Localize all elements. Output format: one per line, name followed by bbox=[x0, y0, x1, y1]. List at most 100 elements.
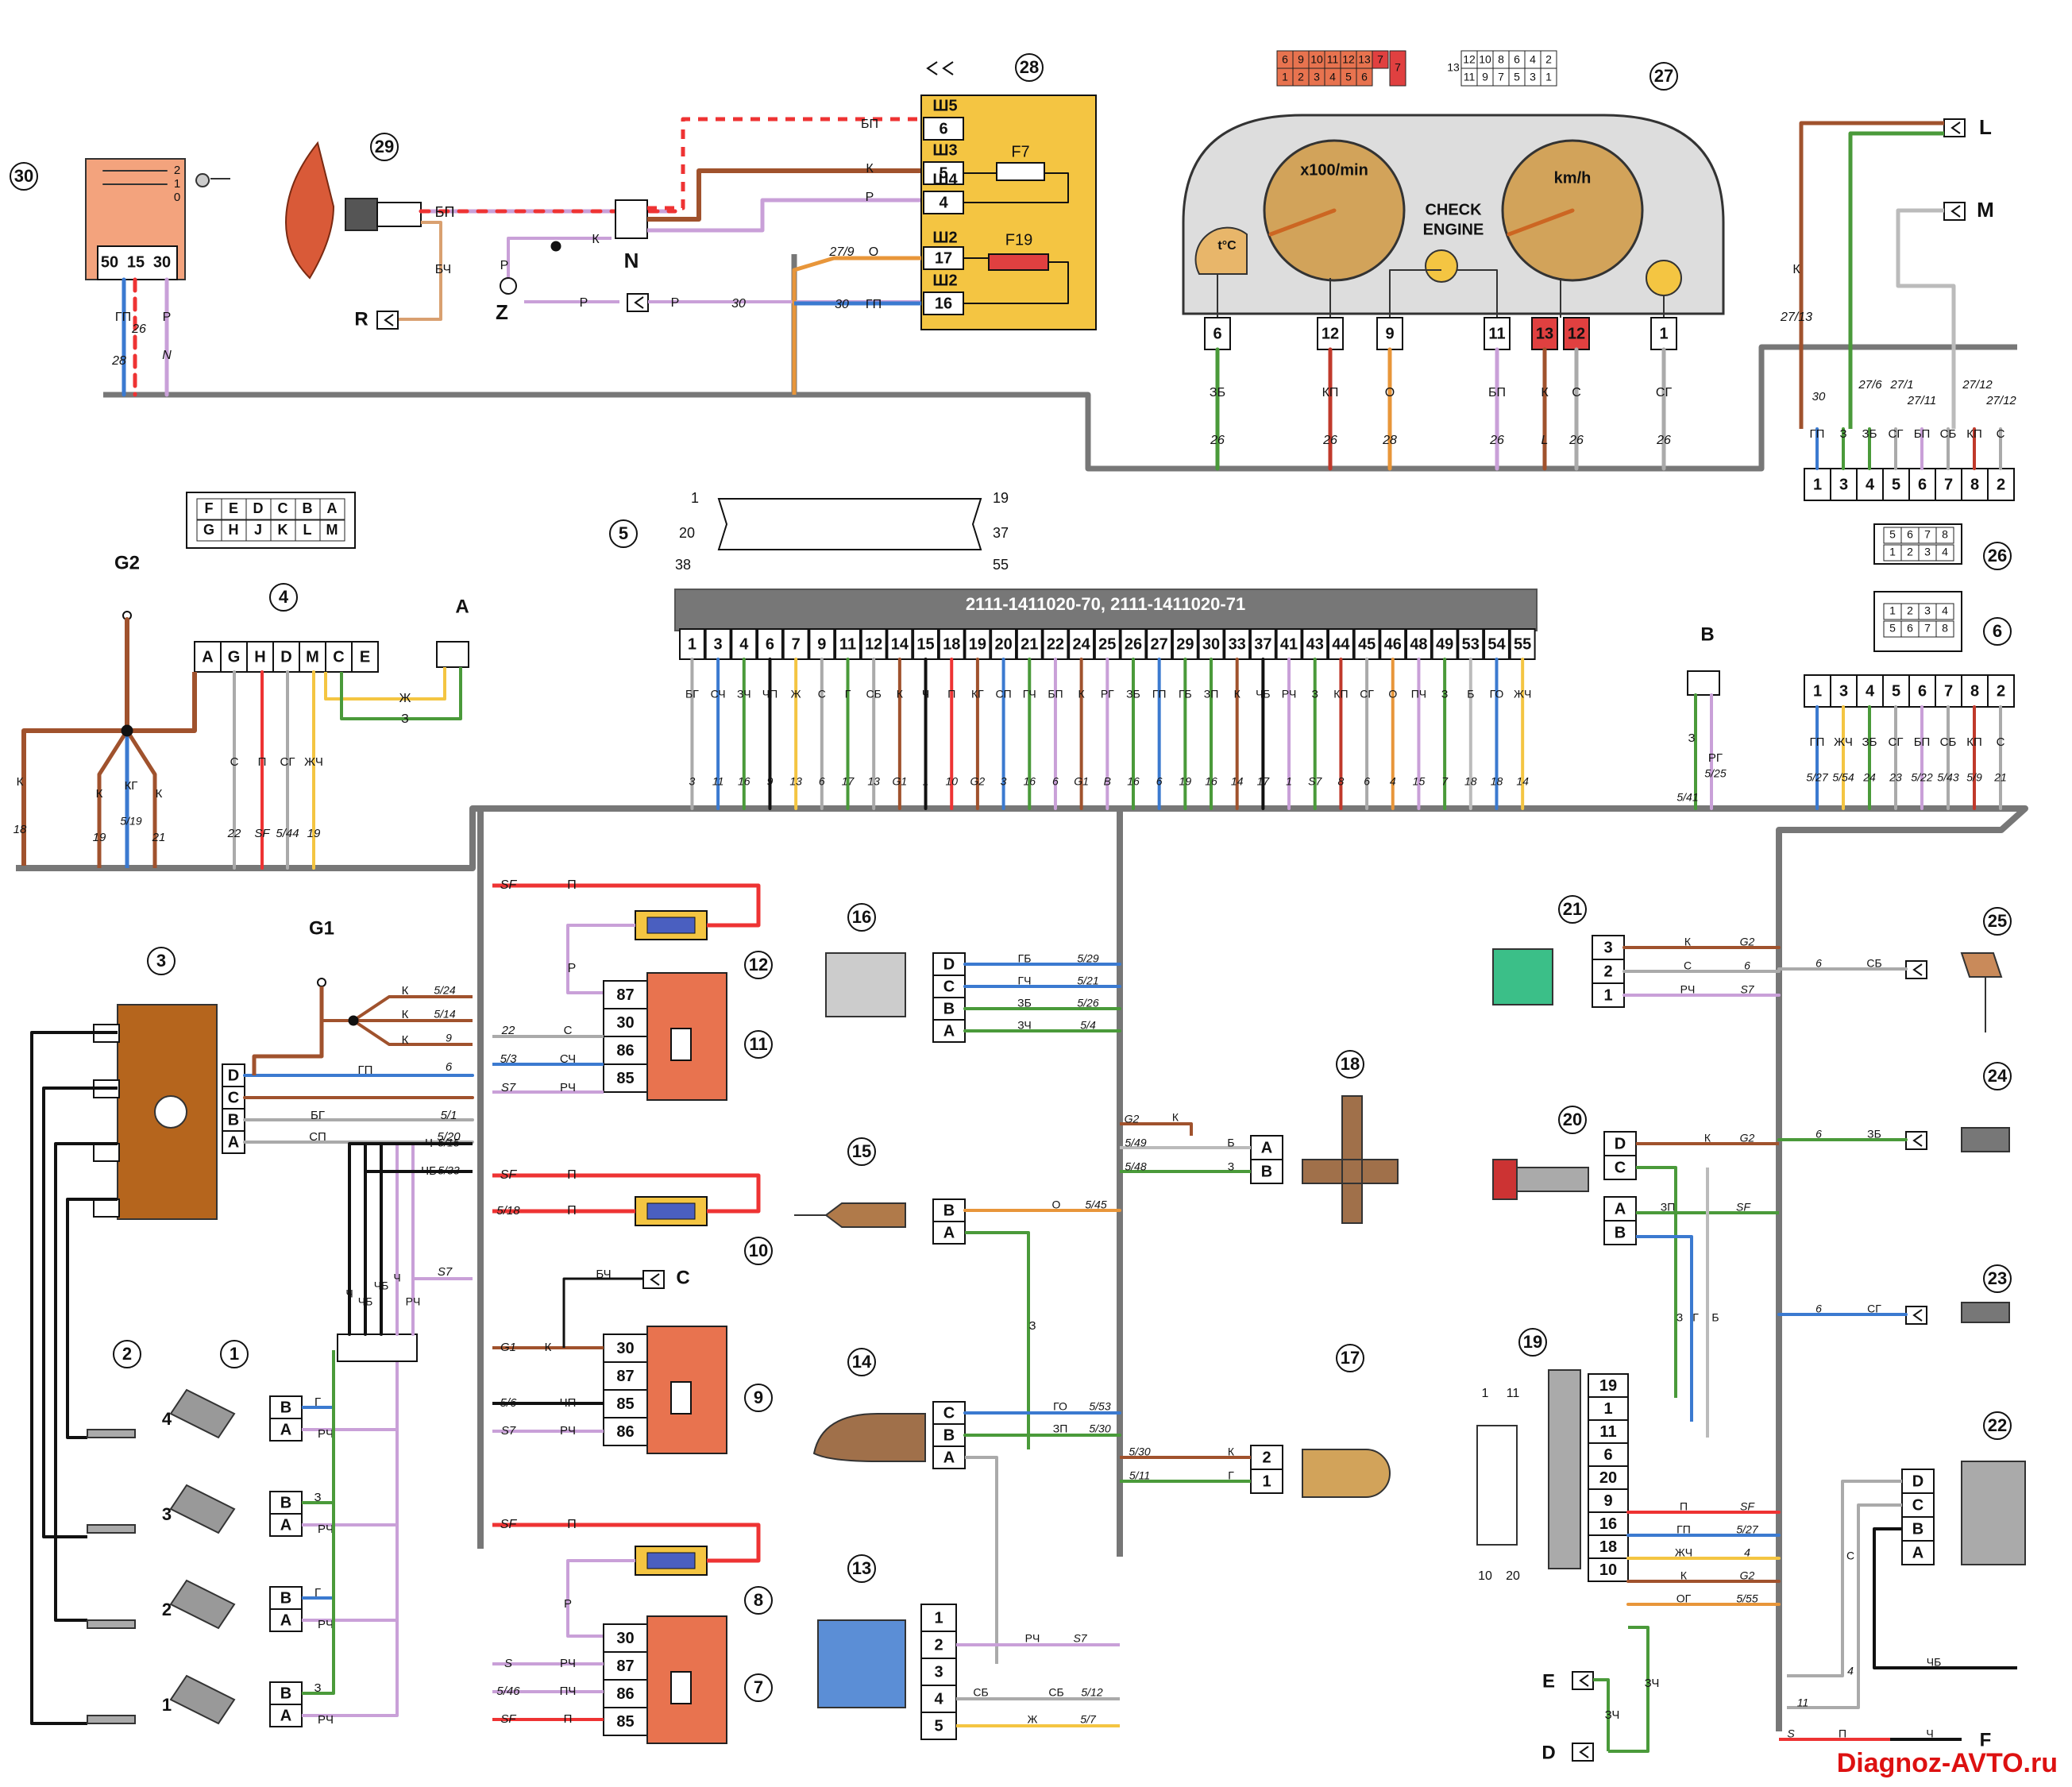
ecu-pin bbox=[860, 628, 887, 660]
wire-label: Ч bbox=[345, 1287, 353, 1300]
relay-coil bbox=[670, 1671, 692, 1704]
conn26-pin: 5 bbox=[1889, 528, 1896, 541]
wire-label: Ч bbox=[1926, 1727, 1933, 1740]
ecu-connector-shape bbox=[717, 498, 982, 550]
pin-label: D bbox=[943, 955, 955, 973]
wire-label: РГ bbox=[1101, 688, 1114, 701]
conn27-side: 13 bbox=[1447, 61, 1460, 74]
callout-circle bbox=[1649, 62, 1678, 91]
wire-k-bus bbox=[21, 672, 197, 866]
plug-C bbox=[642, 1270, 665, 1289]
wire-ref: SF bbox=[1740, 1500, 1755, 1513]
conn27-pin: 2 bbox=[1545, 53, 1552, 66]
wire-ref: 5/33 bbox=[438, 1164, 459, 1177]
check-engine-icon bbox=[1425, 249, 1458, 283]
wire-label: КГ bbox=[971, 688, 984, 701]
wire-ref: 27/9 bbox=[828, 245, 854, 259]
conn6-pin: 4 bbox=[1942, 604, 1948, 617]
callout-number: 19 bbox=[1523, 1332, 1542, 1352]
wire-label: ЧБ bbox=[1256, 688, 1271, 701]
wire-ref: 5/1 bbox=[441, 1109, 457, 1122]
pin-label: 9 bbox=[1603, 1492, 1612, 1510]
wire-label: П bbox=[1839, 1727, 1846, 1740]
pin-label: B bbox=[1261, 1163, 1272, 1180]
pin-label: 87 bbox=[616, 1658, 634, 1675]
sensor22-wire-c bbox=[1787, 1480, 1902, 1677]
conn19-pin bbox=[1588, 1442, 1629, 1467]
wire-ref: G1 bbox=[500, 1341, 516, 1354]
conn27-pin: 8 bbox=[1498, 53, 1504, 66]
wire-label: СГ bbox=[1360, 688, 1374, 701]
pin-label: 2 bbox=[1997, 476, 2005, 493]
pin-label: 2 bbox=[1262, 1449, 1271, 1466]
pin-label: A bbox=[280, 1421, 291, 1438]
pin-label: 3 bbox=[934, 1663, 943, 1681]
wire-label: ГП bbox=[1810, 427, 1825, 441]
connector-N bbox=[615, 199, 648, 239]
wire-ref: 5/54 bbox=[1832, 771, 1854, 784]
wire-label: З bbox=[1688, 731, 1695, 745]
cluster-conn-pin: 13 bbox=[1358, 53, 1371, 66]
ecu-connector-pin: 19 bbox=[993, 490, 1009, 506]
pin-label: 1 bbox=[1603, 1400, 1612, 1418]
sensor20-wire-g bbox=[1636, 1235, 1693, 1422]
pin-label: 48 bbox=[1410, 635, 1427, 653]
wire-ref: 21 bbox=[152, 831, 166, 844]
wire-label: Р bbox=[500, 259, 509, 272]
wire-label: К bbox=[866, 162, 874, 176]
wire-label: Р bbox=[580, 296, 588, 310]
callout-number: 23 bbox=[1988, 1268, 2007, 1288]
sensor22-wire-chb bbox=[1873, 1527, 2017, 1669]
diag-block-cell bbox=[221, 498, 247, 520]
callout-circle bbox=[113, 1340, 141, 1368]
wire-ref: G2 bbox=[1740, 1569, 1755, 1582]
pin-label: 2 bbox=[934, 1636, 943, 1654]
fuse-label: F7 bbox=[1011, 143, 1029, 160]
callout-circle bbox=[1518, 1328, 1547, 1357]
plug-24 bbox=[1905, 1131, 1927, 1150]
conn6-row-pin bbox=[1961, 674, 1989, 708]
wire-label: БП bbox=[861, 118, 878, 131]
cluster-conn-pin: 12 bbox=[1342, 53, 1355, 66]
wire-label: ПЧ bbox=[560, 1685, 577, 1698]
wire-ref: 5/49 bbox=[1125, 1137, 1146, 1149]
wire-label: З bbox=[1839, 427, 1846, 441]
ignition-position: 2 bbox=[174, 164, 180, 177]
pin-label: 3 bbox=[714, 635, 723, 653]
wire-label: К bbox=[156, 787, 163, 801]
wire-label: РЧ bbox=[1680, 983, 1696, 996]
pin-label: 85 bbox=[616, 1070, 634, 1087]
wire-ref: S bbox=[1787, 1727, 1795, 1740]
wire-label: ЗБ bbox=[1126, 688, 1140, 701]
injector-body bbox=[169, 1484, 236, 1534]
wire-label: СБ bbox=[1866, 957, 1881, 970]
wire-ref: 5/29 bbox=[1077, 952, 1098, 965]
callout-circle bbox=[1983, 542, 2012, 570]
conn19-pin bbox=[1588, 1557, 1629, 1582]
cylinder-number: 4 bbox=[162, 1409, 172, 1429]
callout-number: 1 bbox=[230, 1344, 239, 1364]
wire-label: З bbox=[1228, 1160, 1234, 1173]
wire-ref: G1 bbox=[1074, 775, 1089, 788]
wire-ref: 6 bbox=[1815, 1303, 1822, 1315]
letter-A: A bbox=[455, 596, 469, 617]
fuse-F19 bbox=[988, 253, 1049, 271]
pin-label: 2 bbox=[1603, 963, 1612, 980]
conn6-pin: 8 bbox=[1942, 622, 1948, 635]
ignition-pin: 15 bbox=[127, 253, 145, 271]
cylinder-number: 1 bbox=[162, 1695, 172, 1715]
cluster-conn-pin: 6 bbox=[1282, 53, 1288, 66]
pin-label: M bbox=[306, 648, 319, 666]
letter-Z: Z bbox=[496, 300, 508, 324]
pin-label: 1 bbox=[1813, 476, 1822, 493]
wire-label: ЧП bbox=[762, 688, 777, 701]
pin-label: 21 bbox=[1021, 635, 1038, 653]
sensor22-pin bbox=[1901, 1469, 1935, 1494]
injector-pin bbox=[269, 1395, 303, 1419]
callout-circle bbox=[269, 583, 298, 612]
splice-node bbox=[550, 241, 561, 252]
pin-label: 7 bbox=[1944, 476, 1953, 493]
callout-circle bbox=[847, 1348, 876, 1376]
wire-label: ГЧ bbox=[1023, 688, 1036, 701]
wire-label: П bbox=[1680, 1500, 1688, 1513]
